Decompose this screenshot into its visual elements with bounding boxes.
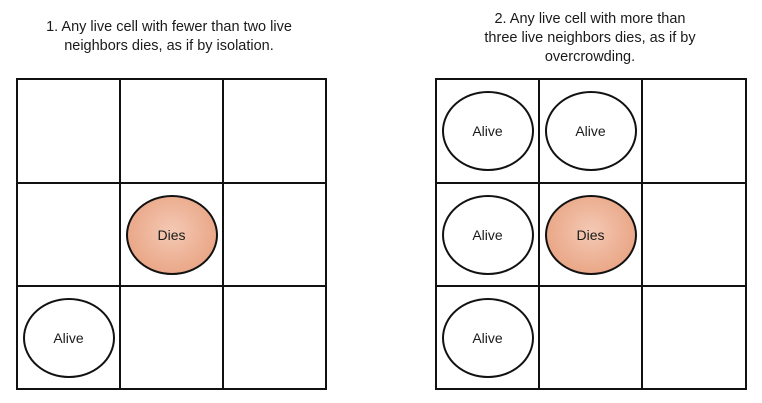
- rule1-cell-r1c1: Dies: [121, 184, 224, 287]
- rule1-cell-r0c2: [224, 80, 325, 184]
- rule2-cell-r2c0: Alive: [437, 287, 540, 388]
- rule1-grid: Dies Alive: [16, 78, 327, 390]
- rule2-cell-r2c1: [540, 287, 643, 388]
- rule1-caption-line1: 1. Any live cell with fewer than two liv…: [46, 19, 292, 35]
- rule2-caption-line3: overcrowding.: [544, 49, 636, 65]
- rule2-cell-r2c2: [643, 287, 745, 388]
- rule1-cell-r1c2: [224, 184, 325, 287]
- rule1-cell-r2c1: [121, 287, 224, 388]
- rule1-cell-r2c2: [224, 287, 325, 388]
- rule2-caption-line1: 2. Any live cell with more than: [494, 11, 686, 27]
- dies-cell-token: Dies: [544, 194, 637, 275]
- rule2-caption-line2: three live neighbors dies, as if by: [484, 30, 696, 46]
- rule2-cell-r0c2: [643, 80, 745, 184]
- rule1-cell-r1c0: [18, 184, 121, 287]
- rule2-cell-r1c0: Alive: [437, 184, 540, 287]
- rule1-cell-r0c1: [121, 80, 224, 184]
- rule2-caption: 2. Any live cell with more than three li…: [420, 10, 760, 67]
- rule1-cell-r2c0: Alive: [18, 287, 121, 388]
- rule2-cell-r1c1: Dies: [540, 184, 643, 287]
- rule2-cell-r1c2: [643, 184, 745, 287]
- rule2-grid: Alive Alive Alive Dies Alive: [435, 78, 747, 390]
- alive-cell-token: Alive: [22, 297, 115, 378]
- alive-cell-token: Alive: [544, 91, 637, 171]
- alive-cell-token: Alive: [441, 194, 534, 275]
- rule1-cell-r0c0: [18, 80, 121, 184]
- alive-cell-token: Alive: [441, 91, 534, 171]
- dies-cell-token: Dies: [125, 194, 218, 275]
- rule2-cell-r0c0: Alive: [437, 80, 540, 184]
- rule1-caption-line2: neighbors dies, as if by isolation.: [64, 38, 274, 54]
- rule1-caption: 1. Any live cell with fewer than two liv…: [0, 18, 338, 56]
- alive-cell-token: Alive: [441, 297, 534, 378]
- rule2-cell-r0c1: Alive: [540, 80, 643, 184]
